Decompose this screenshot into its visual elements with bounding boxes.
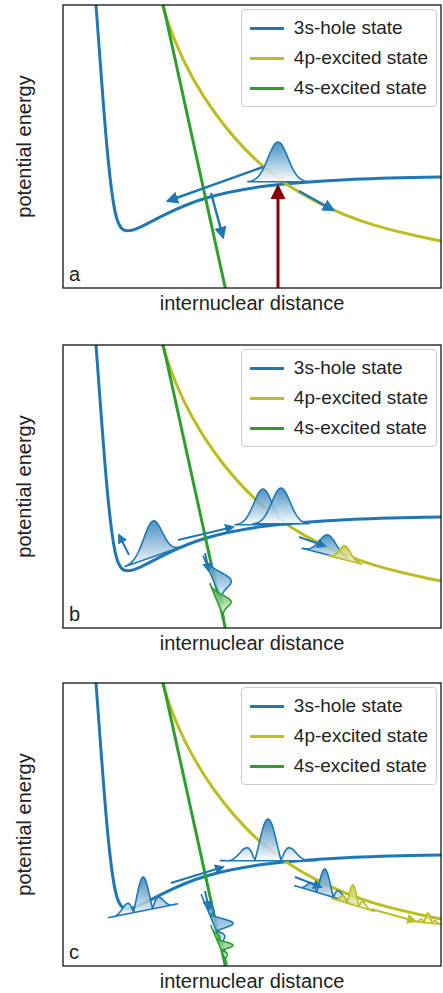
axis-label: potential energy [13,753,36,895]
motion-arrow [119,535,129,555]
motion-arrow [299,537,325,546]
motion-arrow [211,193,223,237]
legend-text: 4p-excited state [294,725,428,747]
axis-label: potential energy [13,75,36,217]
plot-frame [63,5,441,288]
legend-swatch [250,367,284,370]
wave-packet [108,877,178,918]
axis-label: internuclear distance [160,292,345,315]
motion-arrow [295,877,321,887]
potential-curve [93,5,441,231]
wave-packet [327,546,362,564]
legend-entry: 4s-excited state [250,413,428,443]
legend-swatch [250,735,284,738]
wave-packet [331,885,375,911]
motion-arrow [171,867,223,883]
legend-entry: 4p-excited state [250,43,428,73]
motion-arrow [277,187,280,288]
legend-entry: 4s-excited state [250,751,428,781]
motion-arrow [205,891,209,909]
axis-label: potential energy [13,415,36,557]
legend-text: 4p-excited state [294,387,428,409]
legend-text: 4p-excited state [294,47,428,69]
potential-curve [93,345,441,571]
legend-entry: 4p-excited state [250,721,428,751]
legend-entry: 4s-excited state [250,73,428,103]
potential-curve [93,683,441,909]
legend-entry: 3s-hole state [250,353,428,383]
panel-letter: a [69,263,80,286]
wave-packet [252,488,309,524]
legend-swatch [250,765,284,768]
panel-letter: b [69,603,80,626]
plot-frame [63,683,441,966]
panel-letter: c [69,941,79,964]
plot-frame [63,345,441,628]
potential-curve [151,345,441,581]
legend-text: 4s-excited state [294,417,427,439]
axis-label: internuclear distance [160,632,345,655]
wave-packet [210,583,231,618]
legend-text: 4s-excited state [294,77,427,99]
legend-swatch [250,397,284,400]
legend-entry: 3s-hole state [250,691,428,721]
motion-arrow [205,553,209,571]
legend-swatch [250,705,284,708]
legend-swatch [250,87,284,90]
legend-swatch [250,427,284,430]
legend-text: 3s-hole state [294,695,403,717]
motion-arrow [371,909,415,921]
legend-entry: 4p-excited state [250,383,428,413]
panel [63,305,441,645]
legend-swatch [250,57,284,60]
axis-label: internuclear distance [160,970,345,993]
legend-text: 3s-hole state [294,357,403,379]
motion-arrow [178,527,233,540]
wave-packet [247,142,309,182]
panel [63,0,441,305]
wave-packet [220,819,317,861]
wave-packet [211,925,233,965]
potential-curve [151,683,441,919]
legend-box: 3s-hole state 4p-excited state 4s-excited … [241,9,437,107]
legend-swatch [250,27,284,30]
wave-packet [413,913,441,924]
legend-box: 3s-hole state 4p-excited state 4s-excited … [241,687,437,785]
potential-curve [151,5,441,241]
legend-text: 3s-hole state [294,17,403,39]
legend-entry: 3s-hole state [250,13,428,43]
motion-arrow [299,191,333,210]
motion-arrow [168,167,263,201]
wave-packet [294,869,356,904]
legend-box: 3s-hole state 4p-excited state 4s-excited … [241,349,437,447]
legend-text: 4s-excited state [294,755,427,777]
potential-curve [161,5,229,288]
panel [63,643,443,983]
wave-packet [124,521,181,567]
